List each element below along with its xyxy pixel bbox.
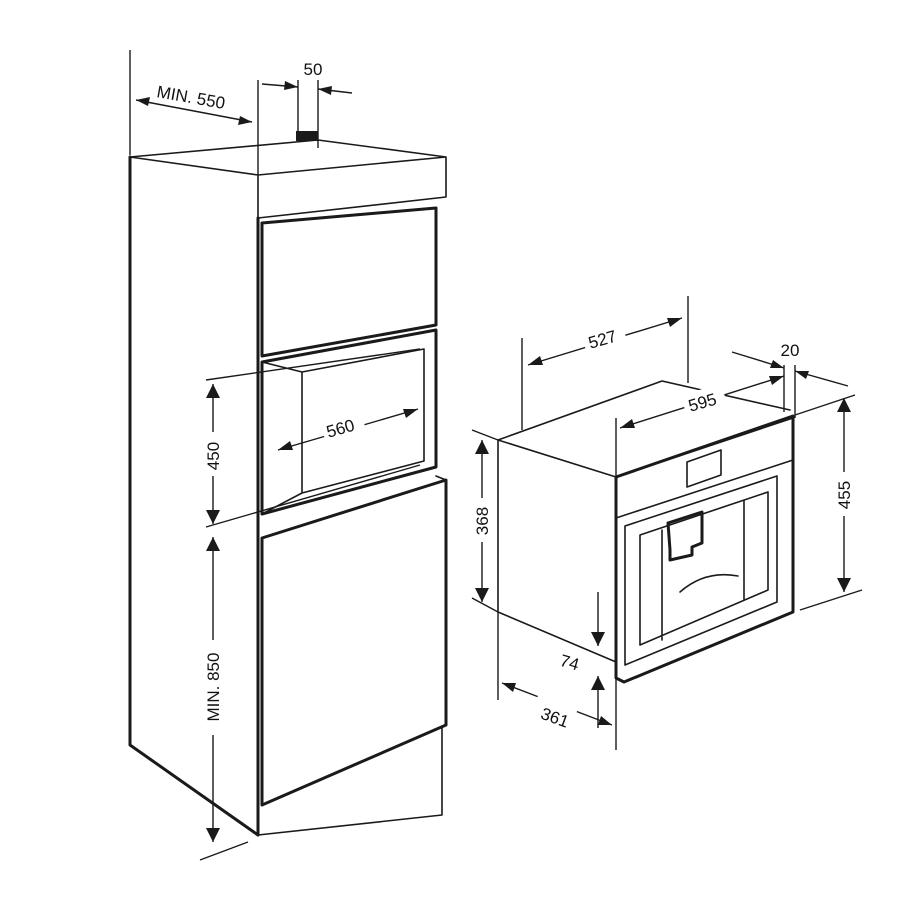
dimension-base-height: MIN. 850 <box>199 537 249 861</box>
dimension-label-front-thickness: 20 <box>781 341 800 360</box>
cabinet-lower-door <box>260 478 448 807</box>
cabinet-niche-inner <box>261 348 425 515</box>
machine-front-panel <box>614 414 795 684</box>
tall-cabinet <box>128 139 448 837</box>
cabinet-upper-door <box>260 206 438 358</box>
machine-display <box>686 449 722 488</box>
dimension-appliance-height: 455 <box>794 394 863 611</box>
machine-drip <box>679 573 739 593</box>
cabinet-plinth <box>257 726 443 836</box>
machine-top-strip <box>615 417 794 519</box>
dimension-cabinet-depth: MIN. 550 <box>129 50 259 175</box>
dimension-appliance-width-inner: 527 <box>521 296 689 430</box>
dimension-label-bottom-offset: 74 <box>558 651 581 674</box>
cabinet-niche-frame <box>260 328 438 516</box>
dimension-vent-gap: 50 <box>261 60 353 148</box>
machine-recess-inner <box>639 491 769 646</box>
cabinet-left-side <box>128 155 260 837</box>
dimension-niche-height: 450 <box>200 348 421 528</box>
dimension-niche-width: 560 <box>277 408 419 451</box>
dimension-bottom-offset: 74 <box>558 592 605 728</box>
coffee-machine <box>497 380 795 684</box>
dimension-label-niche-height: 450 <box>204 442 223 470</box>
dimension-label-cabinet-depth: MIN. 550 <box>155 82 226 113</box>
dimension-front-thickness: 20 <box>731 341 849 418</box>
machine-spout <box>666 510 704 562</box>
machine-body <box>497 380 791 663</box>
machine-recess-frame <box>624 475 778 666</box>
dimension-label-base-height: MIN. 850 <box>204 653 223 722</box>
cabinet-lower-door-edge <box>435 475 447 481</box>
dimension-label-body-height: 368 <box>473 507 492 535</box>
dimension-body-height: 368 <box>469 429 499 613</box>
dimension-label-appliance-height: 455 <box>835 481 854 509</box>
dimension-label-vent-gap: 50 <box>304 60 323 79</box>
cabinet-top-slab <box>129 139 447 219</box>
